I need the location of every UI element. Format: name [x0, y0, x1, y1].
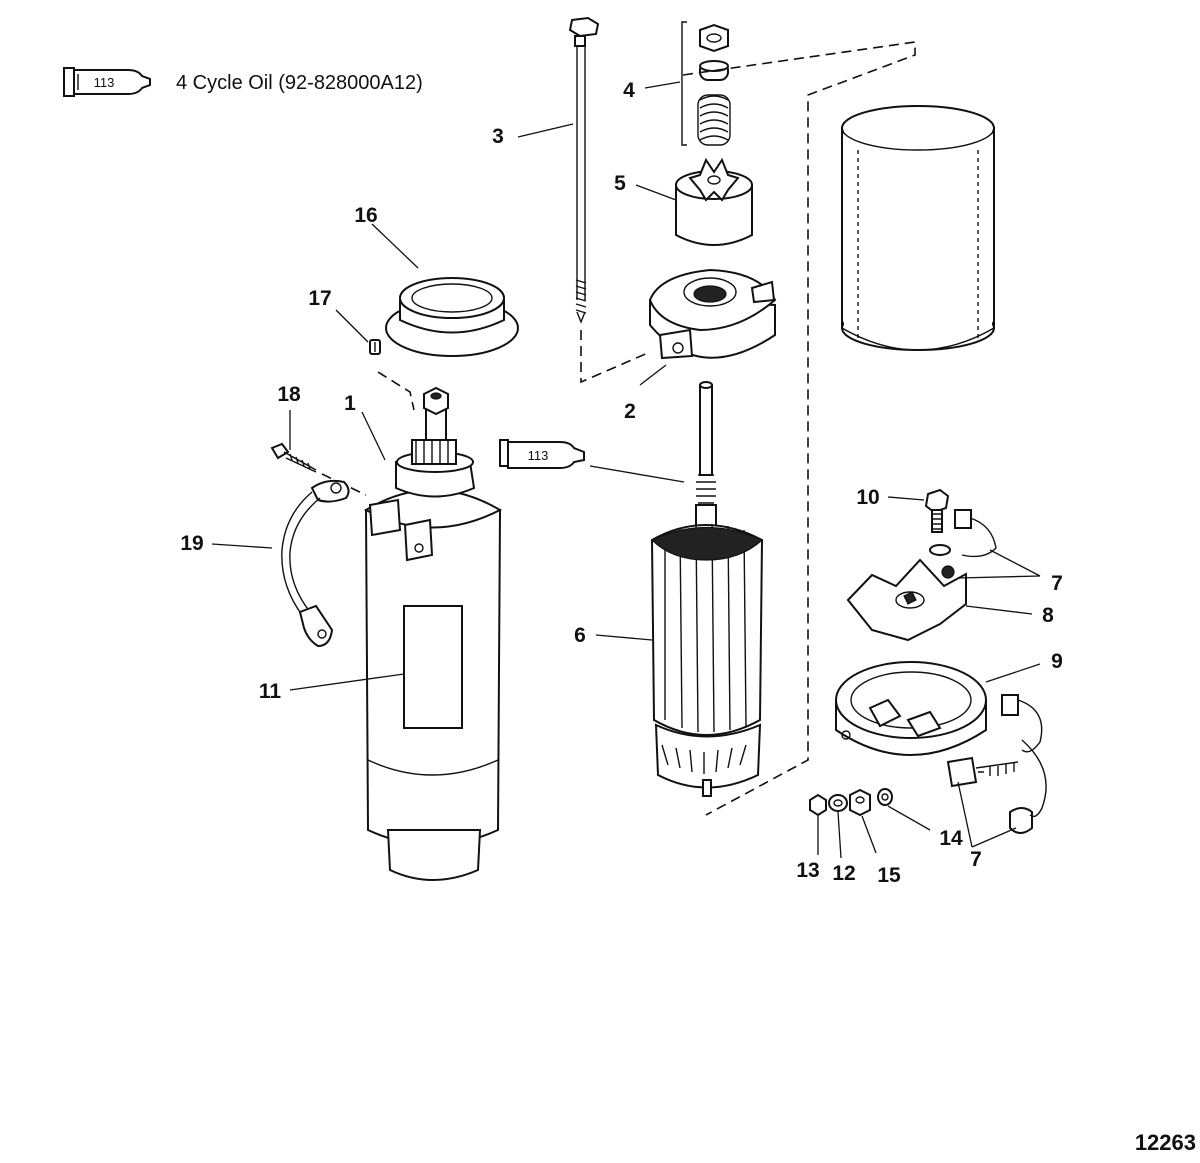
clip-alignment-line	[377, 371, 415, 411]
legend-tube-code: 113	[94, 75, 115, 90]
callout-4: 4	[623, 79, 635, 102]
through-bolt	[568, 16, 600, 324]
callout-5: 5	[614, 172, 626, 195]
callout-3: 3	[492, 125, 504, 148]
callout-18: 18	[277, 383, 301, 406]
callout-12: 12	[832, 862, 855, 885]
commutator-end-cap	[835, 661, 987, 756]
starter-frame-tube	[841, 105, 995, 351]
retaining-clip	[369, 339, 381, 355]
callout-11: 11	[259, 680, 282, 703]
armature	[650, 381, 764, 797]
lubricant-tube-icon	[63, 67, 151, 97]
brush-holder	[846, 558, 967, 642]
lock-washer	[828, 794, 848, 812]
callout-13: 13	[796, 859, 819, 882]
battery-cable	[281, 479, 350, 648]
callout-16: 16	[354, 204, 377, 227]
bolt-alignment-line	[580, 330, 651, 384]
leader-lines	[211, 81, 1041, 859]
flat-washer	[877, 788, 893, 806]
callout-8: 8	[1042, 604, 1054, 627]
starter-motor-housing	[363, 386, 503, 881]
callout-14: 14	[939, 827, 963, 850]
lube-tube-code: 113	[528, 448, 549, 463]
callout-labels: 3 4 5 16 17 2 18 1 10 19 7 8 6 9 11 14 7…	[180, 79, 1063, 887]
figure-number: 12263	[1135, 1130, 1196, 1155]
drive-end-cap	[648, 268, 777, 360]
retainer-stack	[681, 21, 731, 146]
frame-alignment-outline	[682, 41, 916, 816]
callout-19: 19	[180, 532, 203, 555]
brush-screw	[924, 488, 950, 533]
callout-10: 10	[856, 486, 879, 509]
callout-6: 6	[574, 624, 586, 647]
legend-description: 4 Cycle Oil (92-828000A12)	[176, 72, 423, 94]
callout-7-upper: 7	[1051, 572, 1063, 595]
terminal-screw	[270, 442, 317, 473]
drive-pinion	[675, 157, 753, 246]
brush-lead-lower	[946, 694, 1047, 834]
callout-15: 15	[877, 864, 901, 887]
callout-2: 2	[624, 400, 636, 423]
spacer-ring	[385, 277, 519, 357]
callout-9: 9	[1051, 650, 1063, 673]
hex-nut	[809, 793, 827, 817]
callout-7-lower: 7	[970, 848, 982, 871]
lube-tube-icon	[499, 439, 585, 469]
callout-17: 17	[308, 287, 331, 310]
callout-1: 1	[344, 392, 356, 415]
legend: 113 4 Cycle Oil (92-828000A12)	[63, 67, 423, 97]
flange-nut	[849, 788, 871, 817]
brush-lead-upper	[929, 509, 997, 579]
